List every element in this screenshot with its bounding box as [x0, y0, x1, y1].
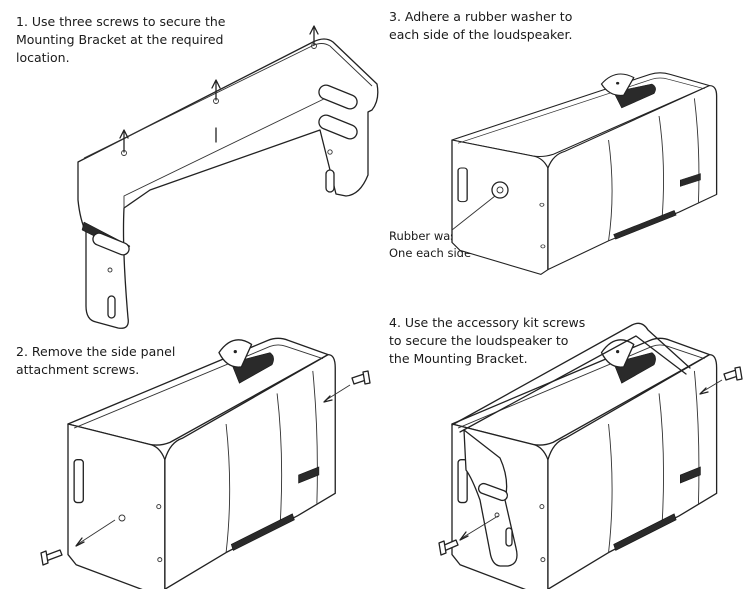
- step-4-instruction: 4. Use the accessory kit screws to secur…: [389, 315, 586, 366]
- speaker-screw-removal-illustration: [40, 337, 371, 589]
- step-2-instruction: 2. Remove the side panel attachment scre…: [16, 344, 176, 377]
- speaker-mounted-illustration: [438, 322, 743, 589]
- step-3-instruction: 3. Adhere a rubber washer to each side o…: [389, 9, 573, 42]
- step-1-instruction: 1. Use three screws to secure the Mounti…: [16, 14, 226, 65]
- speaker-washer-illustration: [451, 72, 718, 276]
- mounting-bracket-illustration: [77, 25, 379, 329]
